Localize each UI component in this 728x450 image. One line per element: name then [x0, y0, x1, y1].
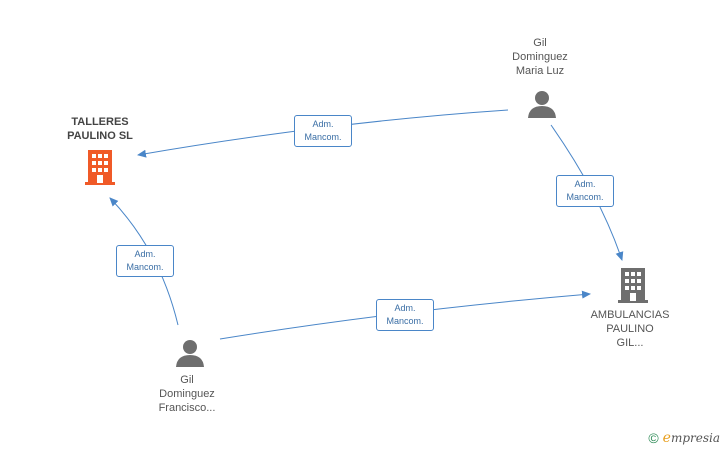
- ambulancias-label-line1: AMBULANCIAS: [590, 309, 670, 321]
- edge-label-francisco-to-talleres[interactable]: Adm. Mancom.: [116, 245, 174, 277]
- edge-label-line2: Mancom.: [304, 132, 342, 142]
- edge-label-maria-to-talleres[interactable]: Adm. Mancom.: [294, 115, 352, 147]
- maria-luz-label-line1: Gil: [533, 37, 547, 49]
- edge-label-francisco-to-ambulancias[interactable]: Adm. Mancom.: [376, 299, 434, 331]
- brand-initial: e: [662, 430, 671, 446]
- person-icon[interactable]: [527, 89, 557, 119]
- talleres-label[interactable]: TALLERES PAULINO SL: [40, 115, 160, 143]
- edge-label-line1: Adm.: [574, 179, 596, 189]
- maria-luz-label-line3: Maria Luz: [515, 65, 565, 77]
- edge-label-line2: Mancom.: [566, 192, 604, 202]
- edge-label-maria-to-ambulancias[interactable]: Adm. Mancom.: [556, 175, 614, 207]
- ambulancias-label[interactable]: AMBULANCIAS PAULINO GIL...: [570, 308, 690, 350]
- building-icon[interactable]: [617, 268, 649, 304]
- francisco-label-line3: Francisco...: [158, 402, 216, 414]
- edge-label-line1: Adm.: [312, 119, 334, 129]
- edge-label-line2: Mancom.: [386, 316, 424, 326]
- ambulancias-label-line2: PAULINO: [606, 323, 654, 335]
- talleres-label-line2: PAULINO SL: [67, 130, 133, 142]
- edge-label-line1: Adm.: [134, 249, 156, 259]
- francisco-label[interactable]: Gil Dominguez Francisco...: [127, 373, 247, 415]
- francisco-label-line2: Dominguez: [159, 388, 215, 400]
- building-icon[interactable]: [84, 150, 116, 186]
- ambulancias-label-line3: GIL...: [616, 337, 644, 349]
- edge-label-line2: Mancom.: [126, 262, 164, 272]
- edge-label-line1: Adm.: [394, 303, 416, 313]
- watermark: © empresia: [648, 430, 720, 446]
- francisco-label-line1: Gil: [180, 374, 194, 386]
- maria-luz-label-line2: Dominguez: [512, 51, 568, 63]
- person-icon[interactable]: [175, 338, 205, 368]
- maria-luz-label[interactable]: Gil Dominguez Maria Luz: [480, 36, 600, 78]
- copyright-symbol: ©: [648, 430, 659, 446]
- brand-logo: empresia: [663, 430, 720, 446]
- brand-rest: mpresia: [670, 431, 720, 445]
- talleres-label-line1: TALLERES: [71, 116, 129, 128]
